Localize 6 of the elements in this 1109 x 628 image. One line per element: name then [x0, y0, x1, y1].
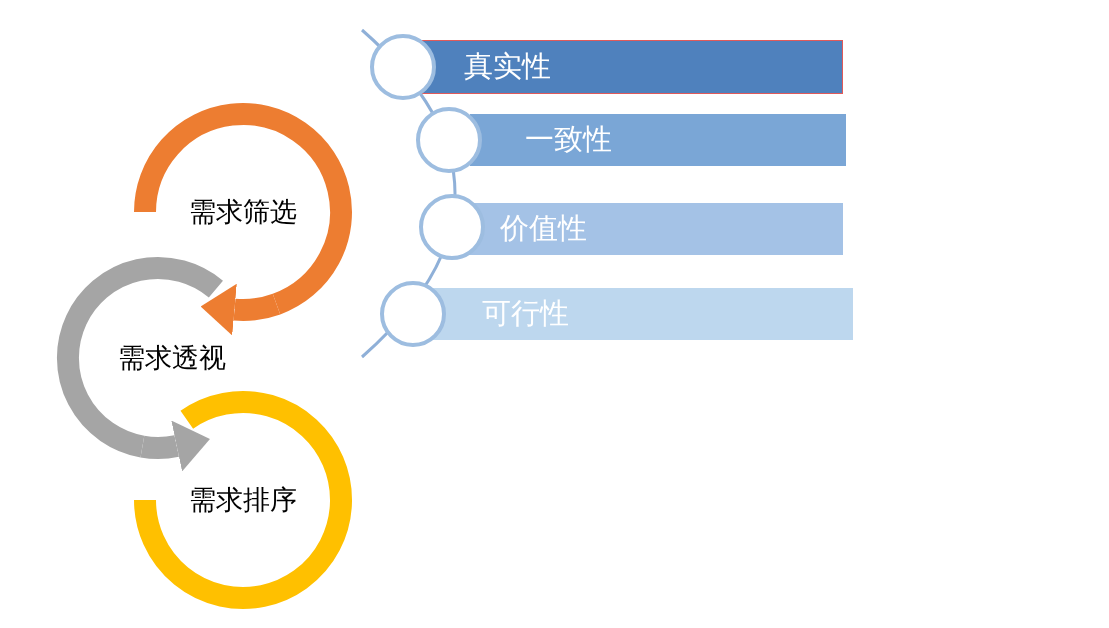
step-label: 需求筛选 — [189, 195, 297, 229]
list-bar: 一致性 — [470, 114, 846, 166]
arrow — [200, 283, 280, 336]
step-label: 需求透视 — [118, 341, 226, 375]
step-label: 需求排序 — [189, 483, 297, 517]
arrow — [141, 420, 211, 472]
